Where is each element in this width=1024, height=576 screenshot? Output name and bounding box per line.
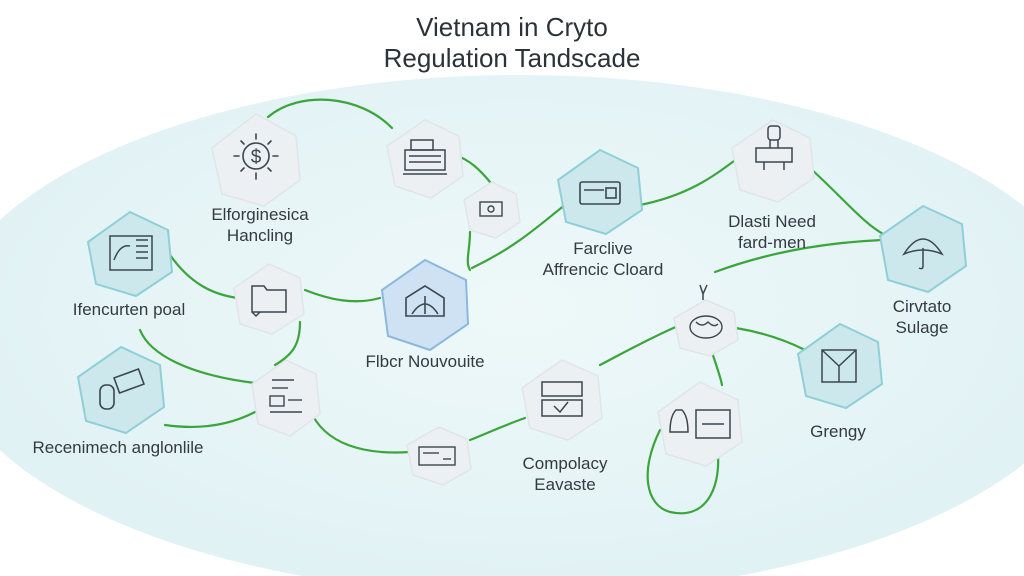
node-shape xyxy=(251,359,321,437)
connector xyxy=(266,98,394,130)
node-document[interactable] xyxy=(250,358,322,438)
connector xyxy=(273,320,302,367)
label-dlastineed: Dlasti Need fard-men xyxy=(728,212,816,252)
node-card[interactable] xyxy=(556,148,644,236)
card-icon xyxy=(579,181,621,205)
connector xyxy=(710,350,724,387)
connector xyxy=(598,324,680,367)
receipt-icon xyxy=(418,446,456,466)
phone-card-icon xyxy=(99,368,145,410)
node-shape xyxy=(233,263,305,335)
label-cirvtato: Cirvtato Sulage xyxy=(892,297,952,337)
label-ifencurter: Ifencurten poal xyxy=(72,300,186,319)
connector xyxy=(138,328,257,385)
book-icon xyxy=(405,285,445,317)
node-cash-register[interactable] xyxy=(385,118,465,200)
background-blob xyxy=(0,75,1024,576)
diagram-title: Vietnam in Cryto Regulation Tandscade xyxy=(0,12,1024,74)
label-elforginesica: Elforginesica Hancling xyxy=(211,205,309,245)
node-shape xyxy=(731,119,815,203)
node-dollar[interactable]: $ xyxy=(208,112,304,208)
ledger-icon xyxy=(109,235,153,271)
bill-icon xyxy=(479,201,503,217)
connector xyxy=(308,408,412,454)
node-shape xyxy=(76,345,166,435)
node-phone-card[interactable] xyxy=(76,345,166,435)
node-folder[interactable] xyxy=(232,262,306,336)
connector xyxy=(303,288,382,303)
connector xyxy=(808,166,887,237)
label-compolacy: Compolacy Eavaste xyxy=(522,454,608,494)
title-line-1: Vietnam in Cryto xyxy=(416,12,608,42)
label-flbcr: Flbcr Nouvouite xyxy=(365,352,485,371)
node-box[interactable] xyxy=(796,322,884,410)
connector xyxy=(734,326,807,352)
node-bottle-file[interactable] xyxy=(656,380,744,468)
umbrella-icon xyxy=(902,238,944,270)
node-receipt[interactable] xyxy=(405,425,473,487)
document-icon xyxy=(269,379,302,413)
connector xyxy=(638,156,740,207)
connector xyxy=(646,428,720,515)
node-book[interactable] xyxy=(378,258,472,352)
node-shape xyxy=(386,119,464,199)
node-shape xyxy=(86,210,174,298)
connector xyxy=(470,203,567,270)
title-line-2: Regulation Tandscade xyxy=(383,43,641,73)
node-small-bill[interactable] xyxy=(462,180,522,240)
arrow-connector-icon xyxy=(699,284,708,300)
label-farclive: Farclive Affrencic Cloard xyxy=(542,239,664,279)
node-shape xyxy=(556,148,644,236)
connector xyxy=(166,250,240,300)
svg-text:$: $ xyxy=(251,147,262,168)
node-ledger[interactable] xyxy=(86,210,174,298)
dollar-sun-icon: $ xyxy=(233,133,279,180)
folder-icon xyxy=(251,285,287,318)
node-shape xyxy=(406,426,472,486)
node-shape xyxy=(463,181,521,239)
node-shape xyxy=(211,113,301,207)
bottle-file-icon xyxy=(669,409,731,439)
connector xyxy=(468,416,527,442)
node-plug[interactable] xyxy=(730,118,816,204)
connector xyxy=(713,238,884,274)
connector xyxy=(466,230,472,272)
globe-icon xyxy=(689,315,723,339)
label-grengy: Grengy xyxy=(810,422,866,441)
cash-register-icon xyxy=(403,139,447,175)
node-printer[interactable] xyxy=(520,358,604,442)
node-globe[interactable] xyxy=(672,298,740,358)
label-recenimech: Recenimech anglonlile xyxy=(32,438,204,457)
connector xyxy=(163,410,257,428)
box-icon xyxy=(821,349,857,383)
printer-icon xyxy=(541,381,583,417)
plug-icon xyxy=(755,125,793,170)
node-umbrella[interactable] xyxy=(878,204,968,294)
node-shape xyxy=(673,299,739,357)
node-shape xyxy=(657,381,743,467)
